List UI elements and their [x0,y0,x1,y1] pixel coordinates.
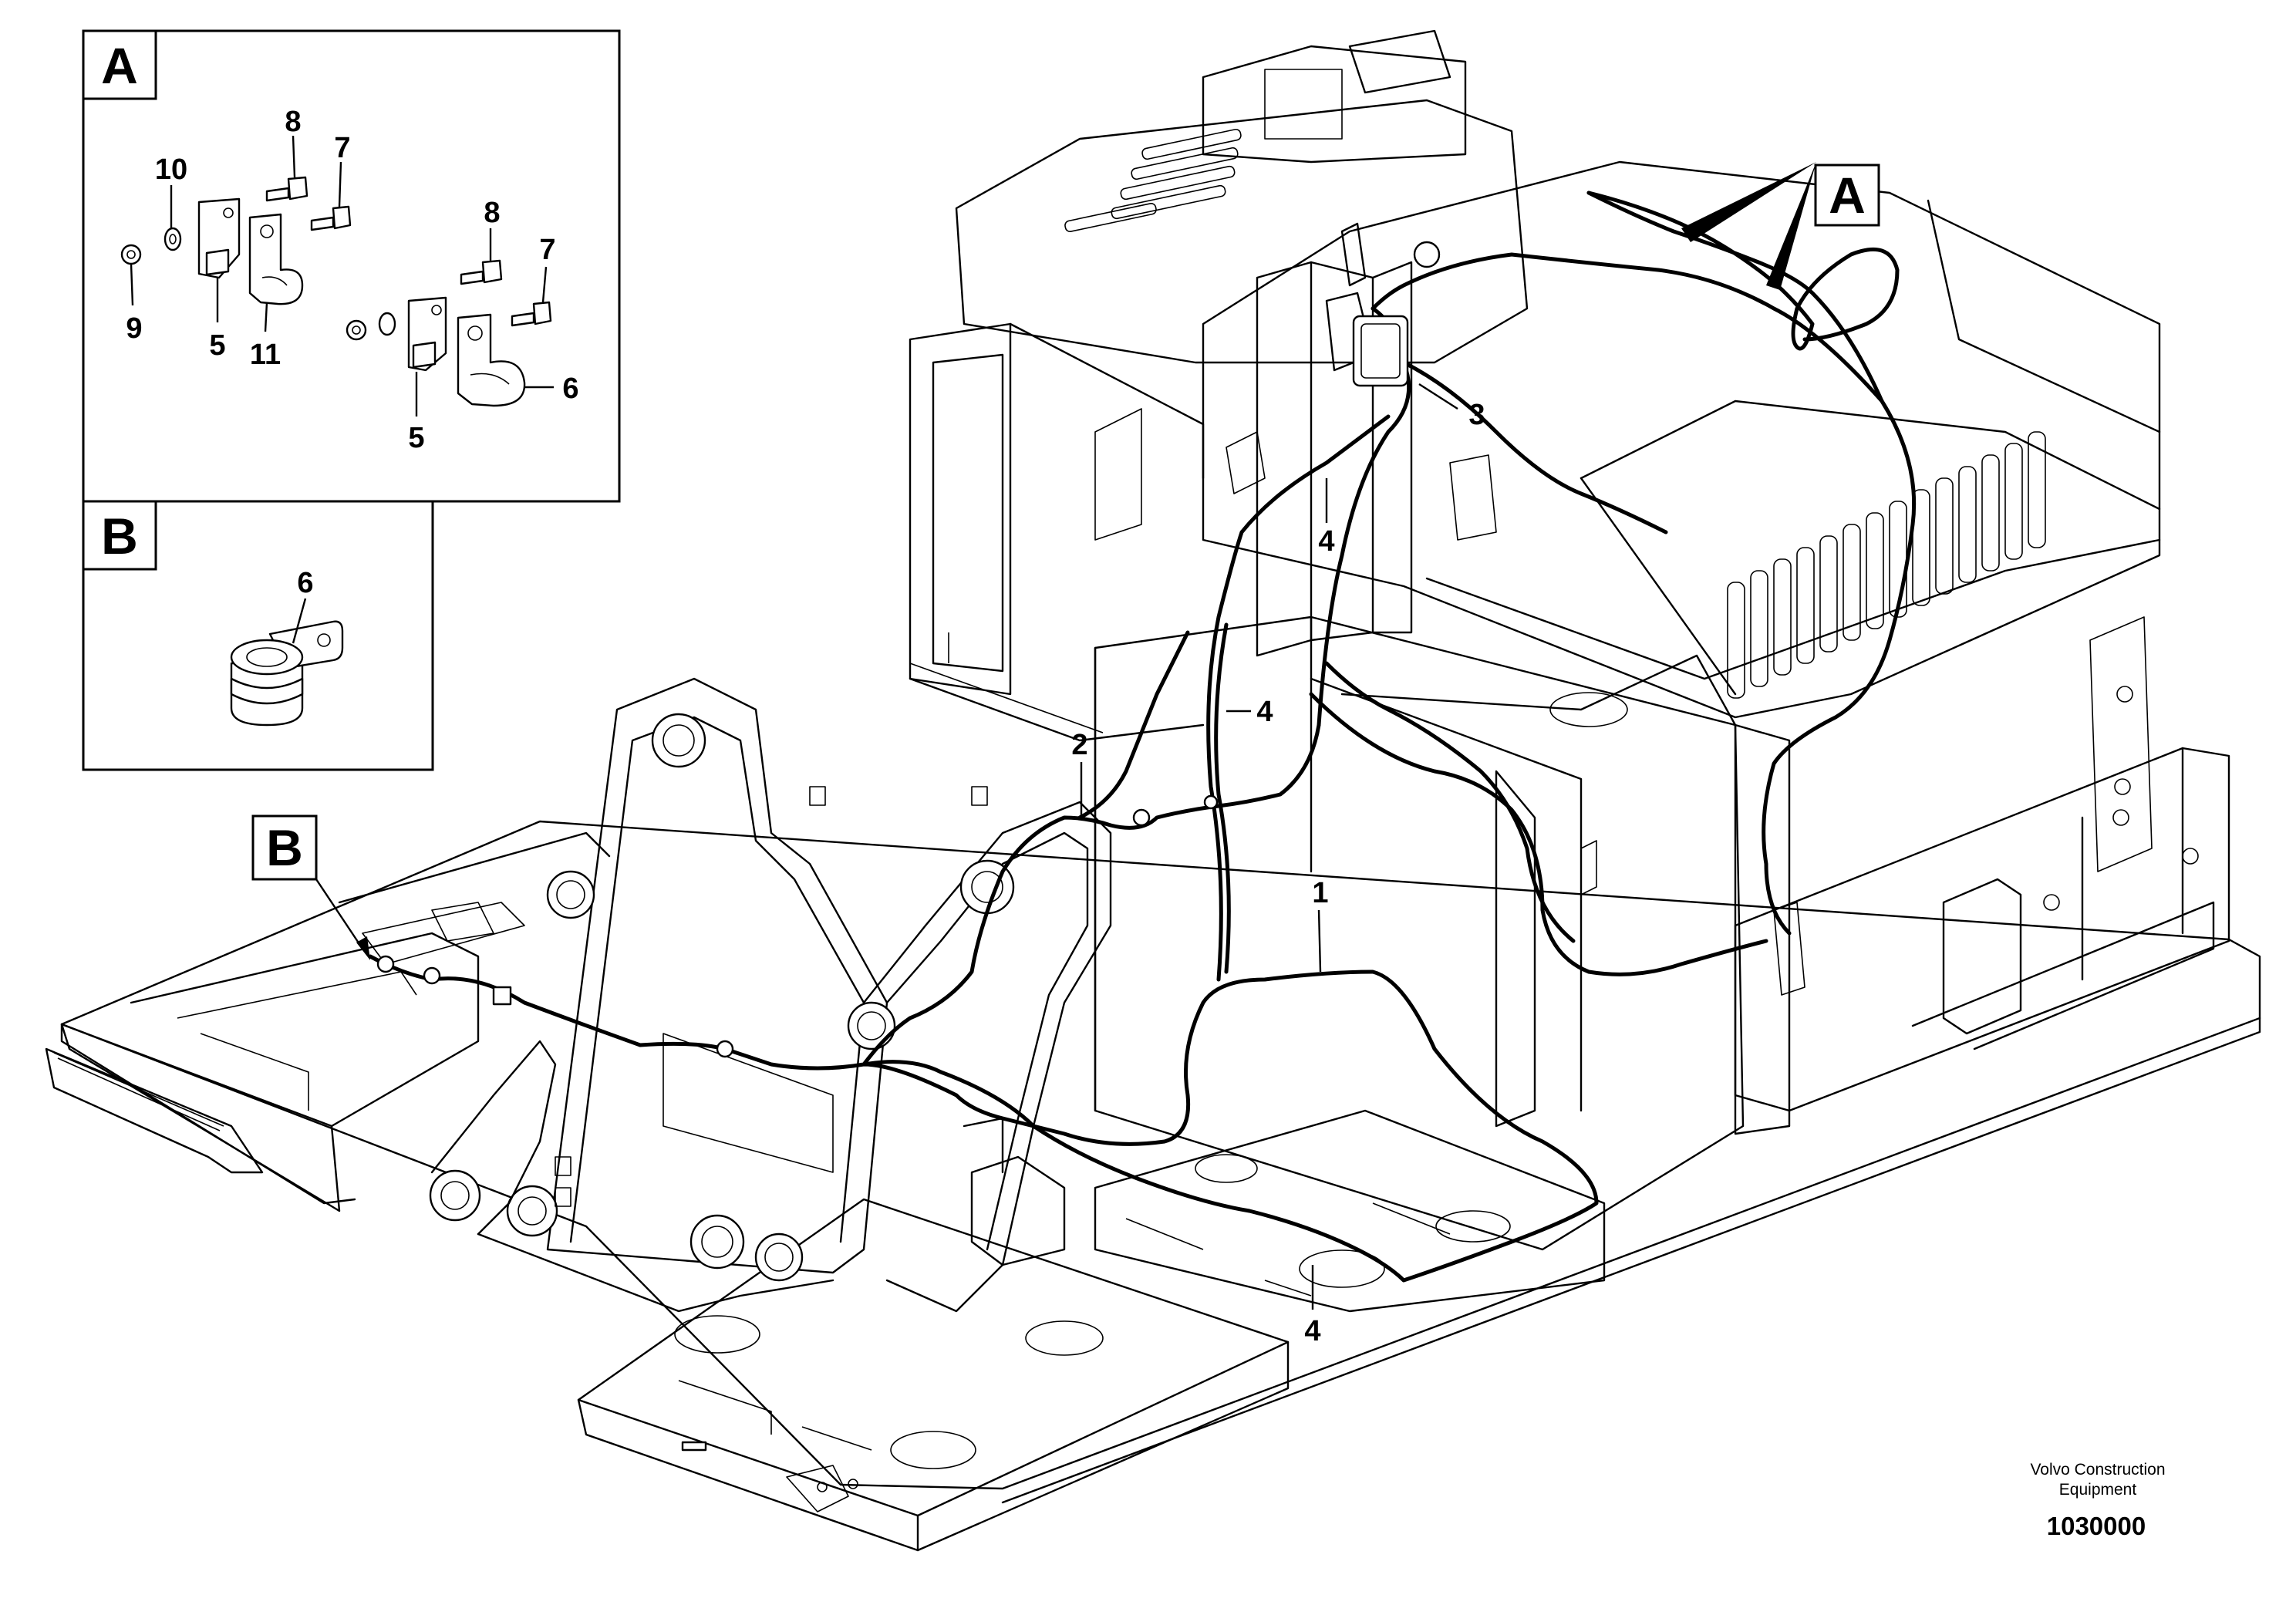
detail-view-b-tag [82,500,157,571]
harness-4-vertical [1206,414,1391,982]
washer-10-right [378,312,396,336]
front-right-column [1734,723,1791,1135]
callout-item-4-top: 4 [1318,525,1334,558]
bolt-8-left [265,187,290,202]
nut-9 [120,244,142,265]
engine-hood-left [955,99,1529,364]
left-step [60,1023,341,1212]
callout-view-b-label: B [266,819,303,876]
label-b-item-6: 6 [297,567,313,599]
label-item-5: 5 [209,329,225,362]
detail-view-b-letter: B [101,508,138,565]
right-frame [1734,747,2230,1112]
vent-slots-right [1727,431,2046,699]
publisher-credit: Volvo Construction Equipment 1030000 [2030,1461,2165,1540]
detail-view-a-letter: A [101,37,138,94]
label-item-7: 7 [334,132,350,164]
drawing-number: 1030000 [2047,1512,2146,1540]
label-item-11: 11 [250,339,281,371]
clamp-6-detail [230,620,344,727]
center-compartment [1094,615,1745,1251]
center-column [1256,261,1313,657]
detail-view-a-frame [82,29,621,503]
front-frame [577,1198,1290,1552]
credit-line-2: Equipment [2059,1481,2137,1499]
label-item-10: 10 [155,153,187,186]
label-item-5-b: 5 [408,422,424,454]
washer-10 [164,227,182,251]
bolt-7-left [310,216,335,231]
detail-view-a-tag [82,29,157,100]
credit-line-1: Volvo Construction [2030,1461,2165,1479]
bolt-7-right [511,312,535,327]
callout-view-b: B [251,814,370,960]
detail-view-a: A [82,29,621,503]
label-item-7-b: 7 [539,234,555,266]
wire-harness [368,191,1917,1283]
label-item-8: 8 [285,106,301,138]
label-item-8-b: 8 [484,197,500,229]
callout-item-4-bottom: 4 [1304,1315,1320,1347]
harness-1 [368,723,1599,1283]
label-item-9: 9 [126,312,142,345]
center-floor [1094,1109,1606,1313]
callout-view-a-label: A [1829,167,1866,224]
callout-item-2: 2 [1071,729,1087,761]
engine-hood-right [1202,160,2161,719]
boom-mount [429,677,1112,1313]
detail-view-b: B 6 [82,500,434,771]
connector-3 [1352,315,1409,387]
bolt-8-right [460,270,484,285]
vent-slots-left [1064,128,1242,233]
left-upright [909,322,1012,696]
clamp-assembly-left [120,176,352,305]
callout-item-1: 1 [1312,877,1328,909]
nut-9-right [346,319,367,341]
label-item-6: 6 [562,373,578,405]
callout-item-4-mid: 4 [1256,696,1273,728]
clamp-assembly-right [346,259,552,407]
callout-view-a: A [1681,162,1880,290]
callout-item-3: 3 [1468,399,1485,431]
harness-3-loop [1371,252,1917,936]
